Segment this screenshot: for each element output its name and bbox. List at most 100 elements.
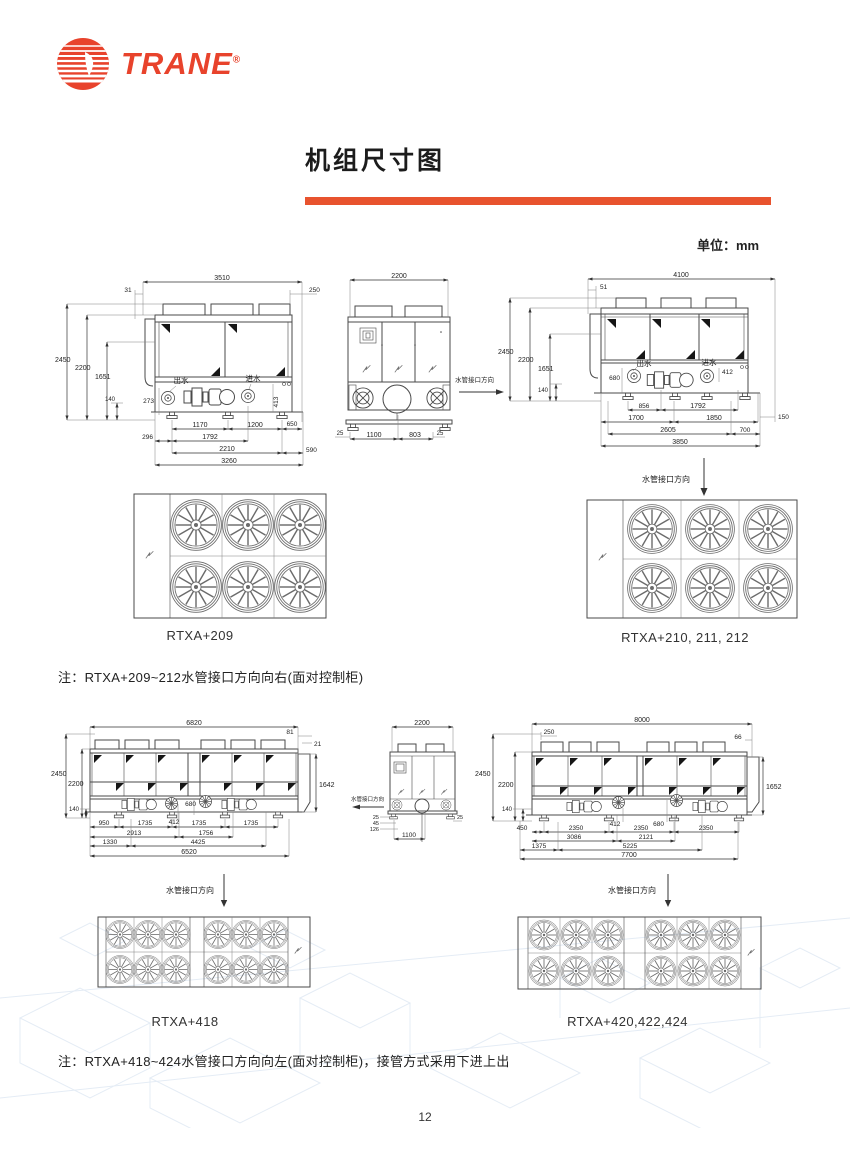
dim-label: 8000 bbox=[634, 717, 650, 724]
panel-mark bbox=[294, 946, 302, 954]
drawing-rtxa420-side-view: 412 680 8000 250 66 2450 2200 140 1652 4… bbox=[475, 717, 782, 861]
dim-label: 4100 bbox=[673, 272, 689, 279]
dim-label: 590 bbox=[306, 447, 317, 454]
fans bbox=[626, 503, 794, 614]
hydraulic-module bbox=[158, 382, 291, 415]
dim-label: 1792 bbox=[690, 403, 706, 410]
compressor-section bbox=[391, 798, 452, 842]
dim-label: 126 bbox=[370, 827, 379, 833]
dim-label: 273 bbox=[143, 398, 154, 405]
feet bbox=[622, 393, 751, 401]
brand-row: TRANE® bbox=[55, 36, 241, 92]
panel-corner-markers bbox=[607, 319, 744, 359]
dim-label: 25 bbox=[437, 431, 444, 437]
dim-label: 140 bbox=[69, 807, 80, 813]
dim-label: 4425 bbox=[191, 839, 206, 846]
dim-label: 1200 bbox=[247, 422, 263, 429]
dim-label: 412 bbox=[610, 821, 621, 828]
dim-label: 1651 bbox=[95, 374, 111, 381]
dim-label: 950 bbox=[99, 820, 110, 827]
panel-mark bbox=[598, 552, 607, 561]
dim-label: 66 bbox=[734, 734, 742, 741]
dim-label: 2210 bbox=[219, 446, 235, 453]
dim-label: 2200 bbox=[75, 365, 91, 372]
trane-globe-logo-icon bbox=[57, 38, 109, 90]
hydraulic-module bbox=[621, 365, 749, 393]
arrow-right-icon bbox=[496, 389, 504, 395]
dim-label: 650 bbox=[287, 421, 298, 428]
arrow-down-icon bbox=[664, 900, 672, 907]
note-2: 注：RTXA+418~424水管接口方向向左(面对控制柜)，接管方式采用下进上出 bbox=[58, 1054, 510, 1069]
dim-label: 2450 bbox=[475, 771, 491, 778]
unit-outline bbox=[589, 297, 760, 394]
dim-label: 6820 bbox=[186, 720, 202, 727]
dim-label: 1170 bbox=[192, 422, 207, 429]
dim-label: 1850 bbox=[706, 415, 722, 422]
fan-deck-rtxa209-top-view bbox=[133, 493, 327, 619]
note-1: 注：RTXA+209~212水管接口方向向右(面对控制柜) bbox=[58, 670, 364, 685]
page-number: 12 bbox=[418, 1110, 432, 1124]
dim-label: 1375 bbox=[532, 843, 547, 850]
dim-label: 1792 bbox=[202, 434, 218, 441]
dim-label: 140 bbox=[105, 397, 116, 403]
pipe-direction-left: 水管接口方向 bbox=[351, 795, 384, 810]
dim-label: 1700 bbox=[628, 415, 644, 422]
dim-label: 1330 bbox=[103, 839, 118, 846]
dim-label: 2450 bbox=[51, 771, 67, 778]
dim-label: 2200 bbox=[498, 782, 514, 789]
compressor-section bbox=[352, 384, 448, 420]
unit-outline bbox=[86, 739, 311, 813]
dim-label: 81 bbox=[286, 729, 294, 736]
pipe-direction-label: 水管接口方向 bbox=[166, 885, 214, 895]
dim-label: 21 bbox=[314, 741, 322, 748]
model-label-rtxa209: RTXA+209 bbox=[166, 628, 234, 643]
dim-label: 250 bbox=[309, 287, 320, 294]
fan-deck-rtxa418-top-view bbox=[97, 916, 311, 988]
feet bbox=[166, 412, 288, 420]
dimensions bbox=[508, 277, 776, 448]
dim-label: 3510 bbox=[214, 275, 230, 282]
pipe-direction-label: 水管接口方向 bbox=[608, 885, 656, 895]
dim-label: 3850 bbox=[672, 439, 688, 446]
dim-label: 412 bbox=[169, 819, 180, 826]
brand-wordmark: TRANE® bbox=[121, 46, 241, 82]
unit-note: 单位：mm bbox=[697, 238, 760, 253]
dim-label: 2200 bbox=[518, 357, 534, 364]
feet bbox=[347, 424, 451, 432]
dim-label: 250 bbox=[544, 729, 555, 736]
dim-label: 2121 bbox=[639, 834, 654, 841]
dim-label: 25 bbox=[373, 815, 379, 821]
dim-label: 1735 bbox=[244, 820, 259, 827]
dim-label: 1651 bbox=[538, 366, 554, 373]
dim-label: 45 bbox=[373, 821, 379, 827]
dim-label: 150 bbox=[778, 414, 789, 421]
dim-label: 1735 bbox=[138, 820, 153, 827]
dimensions bbox=[335, 278, 449, 441]
dim-label: 1756 bbox=[199, 830, 214, 837]
dimensions bbox=[65, 280, 317, 467]
dim-label: 1100 bbox=[402, 832, 416, 839]
pipe-direction-label: 水管接口方向 bbox=[351, 795, 384, 803]
dim-label: 412 bbox=[722, 369, 733, 376]
panel-marks bbox=[362, 331, 442, 373]
drawing-rtxa418-side-view: 680 412 6820 81 21 2450 2200 140 1642 95… bbox=[51, 720, 335, 858]
pipe-direction-header-420: 水管接口方向 bbox=[608, 874, 672, 907]
fan-deck-rtxa210-top-view bbox=[586, 499, 798, 619]
dim-label: 7700 bbox=[621, 852, 637, 859]
inlet-label: 进水 bbox=[246, 373, 261, 383]
drawing-rtxa210-side-view: 出水 进水 680 412 4100 51 2450 2200 1651 140… bbox=[498, 272, 789, 448]
pipe-direction-label: 水管接口方向 bbox=[455, 375, 494, 384]
dim-label: 140 bbox=[502, 807, 513, 813]
dim-label: 2350 bbox=[569, 825, 584, 832]
dim-label: 25 bbox=[337, 431, 344, 437]
panel-mark bbox=[145, 550, 154, 559]
fan-deck-rtxa420-top-view bbox=[517, 916, 762, 990]
inlet-label: 进水 bbox=[702, 357, 717, 367]
dim-label: 51 bbox=[600, 284, 608, 291]
dim-label: 3260 bbox=[221, 458, 237, 465]
feet bbox=[113, 812, 284, 819]
title-underline-bar bbox=[305, 197, 771, 205]
model-label-rtxa210: RTXA+210, 211, 212 bbox=[621, 630, 749, 645]
dim-label: 2200 bbox=[68, 781, 84, 788]
